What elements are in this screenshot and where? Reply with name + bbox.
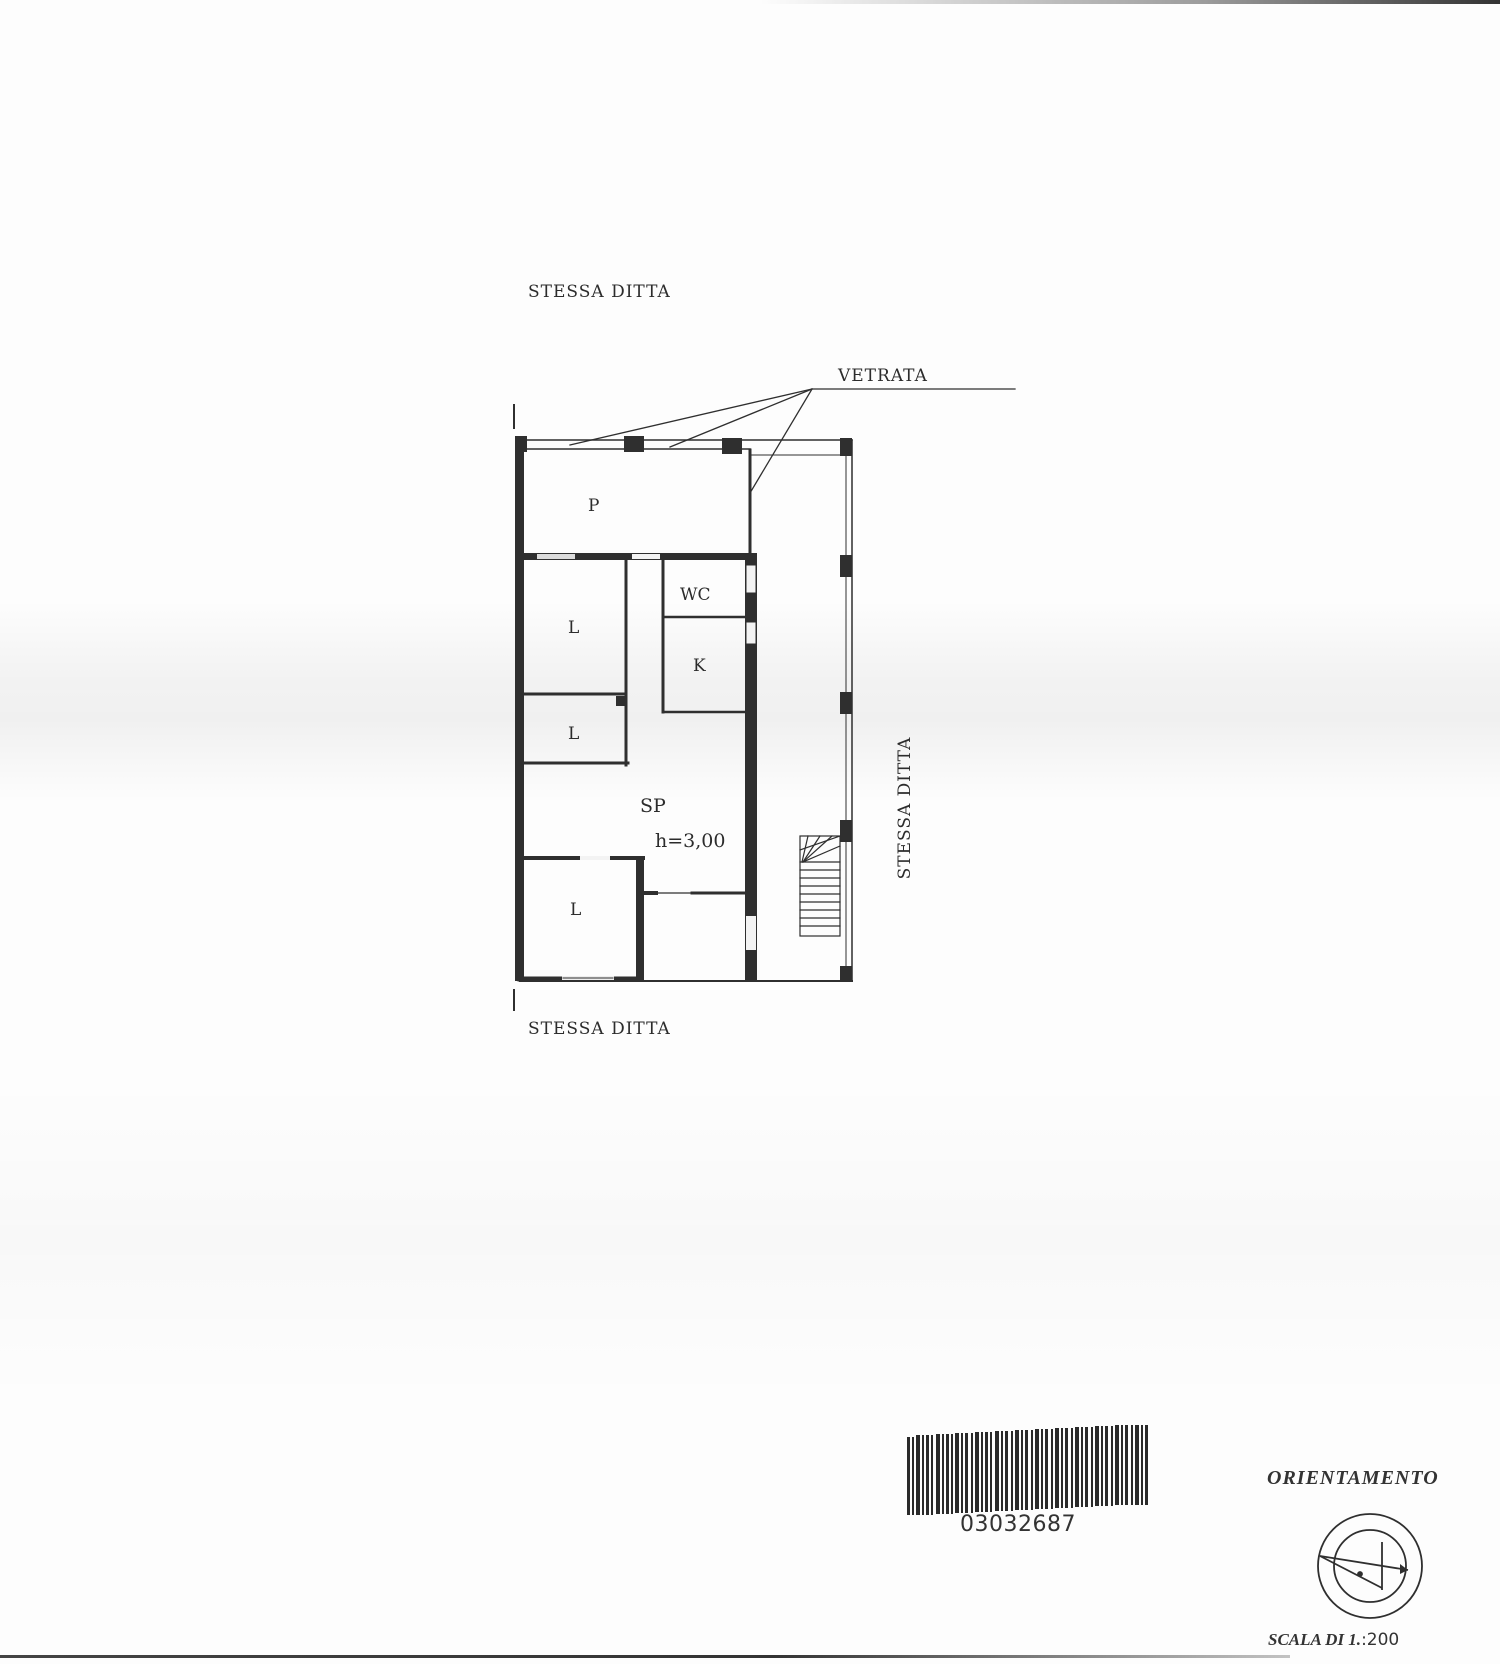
height-note: h=3,00 bbox=[655, 830, 726, 852]
orientation-title: ORIENTAMENTO bbox=[1267, 1467, 1439, 1489]
wall-left bbox=[515, 436, 524, 981]
neighbor-label-top: STESSA DITTA bbox=[528, 282, 671, 302]
neighbor-label-right: STESSA DITTA bbox=[895, 736, 915, 880]
scale-label: SCALA DI 1.:200 bbox=[1268, 1630, 1399, 1650]
room-label-l3: L bbox=[570, 900, 582, 920]
scan-edge-bottom bbox=[0, 1655, 1290, 1658]
staircase bbox=[799, 835, 841, 937]
room-label-l2: L bbox=[568, 724, 580, 744]
scale-value: :200 bbox=[1361, 1630, 1400, 1650]
scale-text: SCALA DI 1. bbox=[1268, 1630, 1362, 1649]
room-label-k: K bbox=[693, 656, 706, 676]
glazing-label: VETRATA bbox=[838, 366, 928, 386]
neighbor-label-bottom: STESSA DITTA bbox=[528, 1019, 671, 1039]
room-label-wc: WC bbox=[680, 585, 711, 605]
room-label-p: P bbox=[588, 496, 600, 516]
barcode-number: 03032687 bbox=[960, 1512, 1076, 1537]
vetrata-leaders bbox=[569, 388, 1016, 494]
compass-icon bbox=[1317, 1513, 1423, 1619]
barcode bbox=[907, 1425, 1148, 1515]
scan-edge-top bbox=[760, 0, 1500, 4]
room-label-sp: SP bbox=[640, 795, 666, 817]
room-label-l1: L bbox=[568, 618, 580, 638]
